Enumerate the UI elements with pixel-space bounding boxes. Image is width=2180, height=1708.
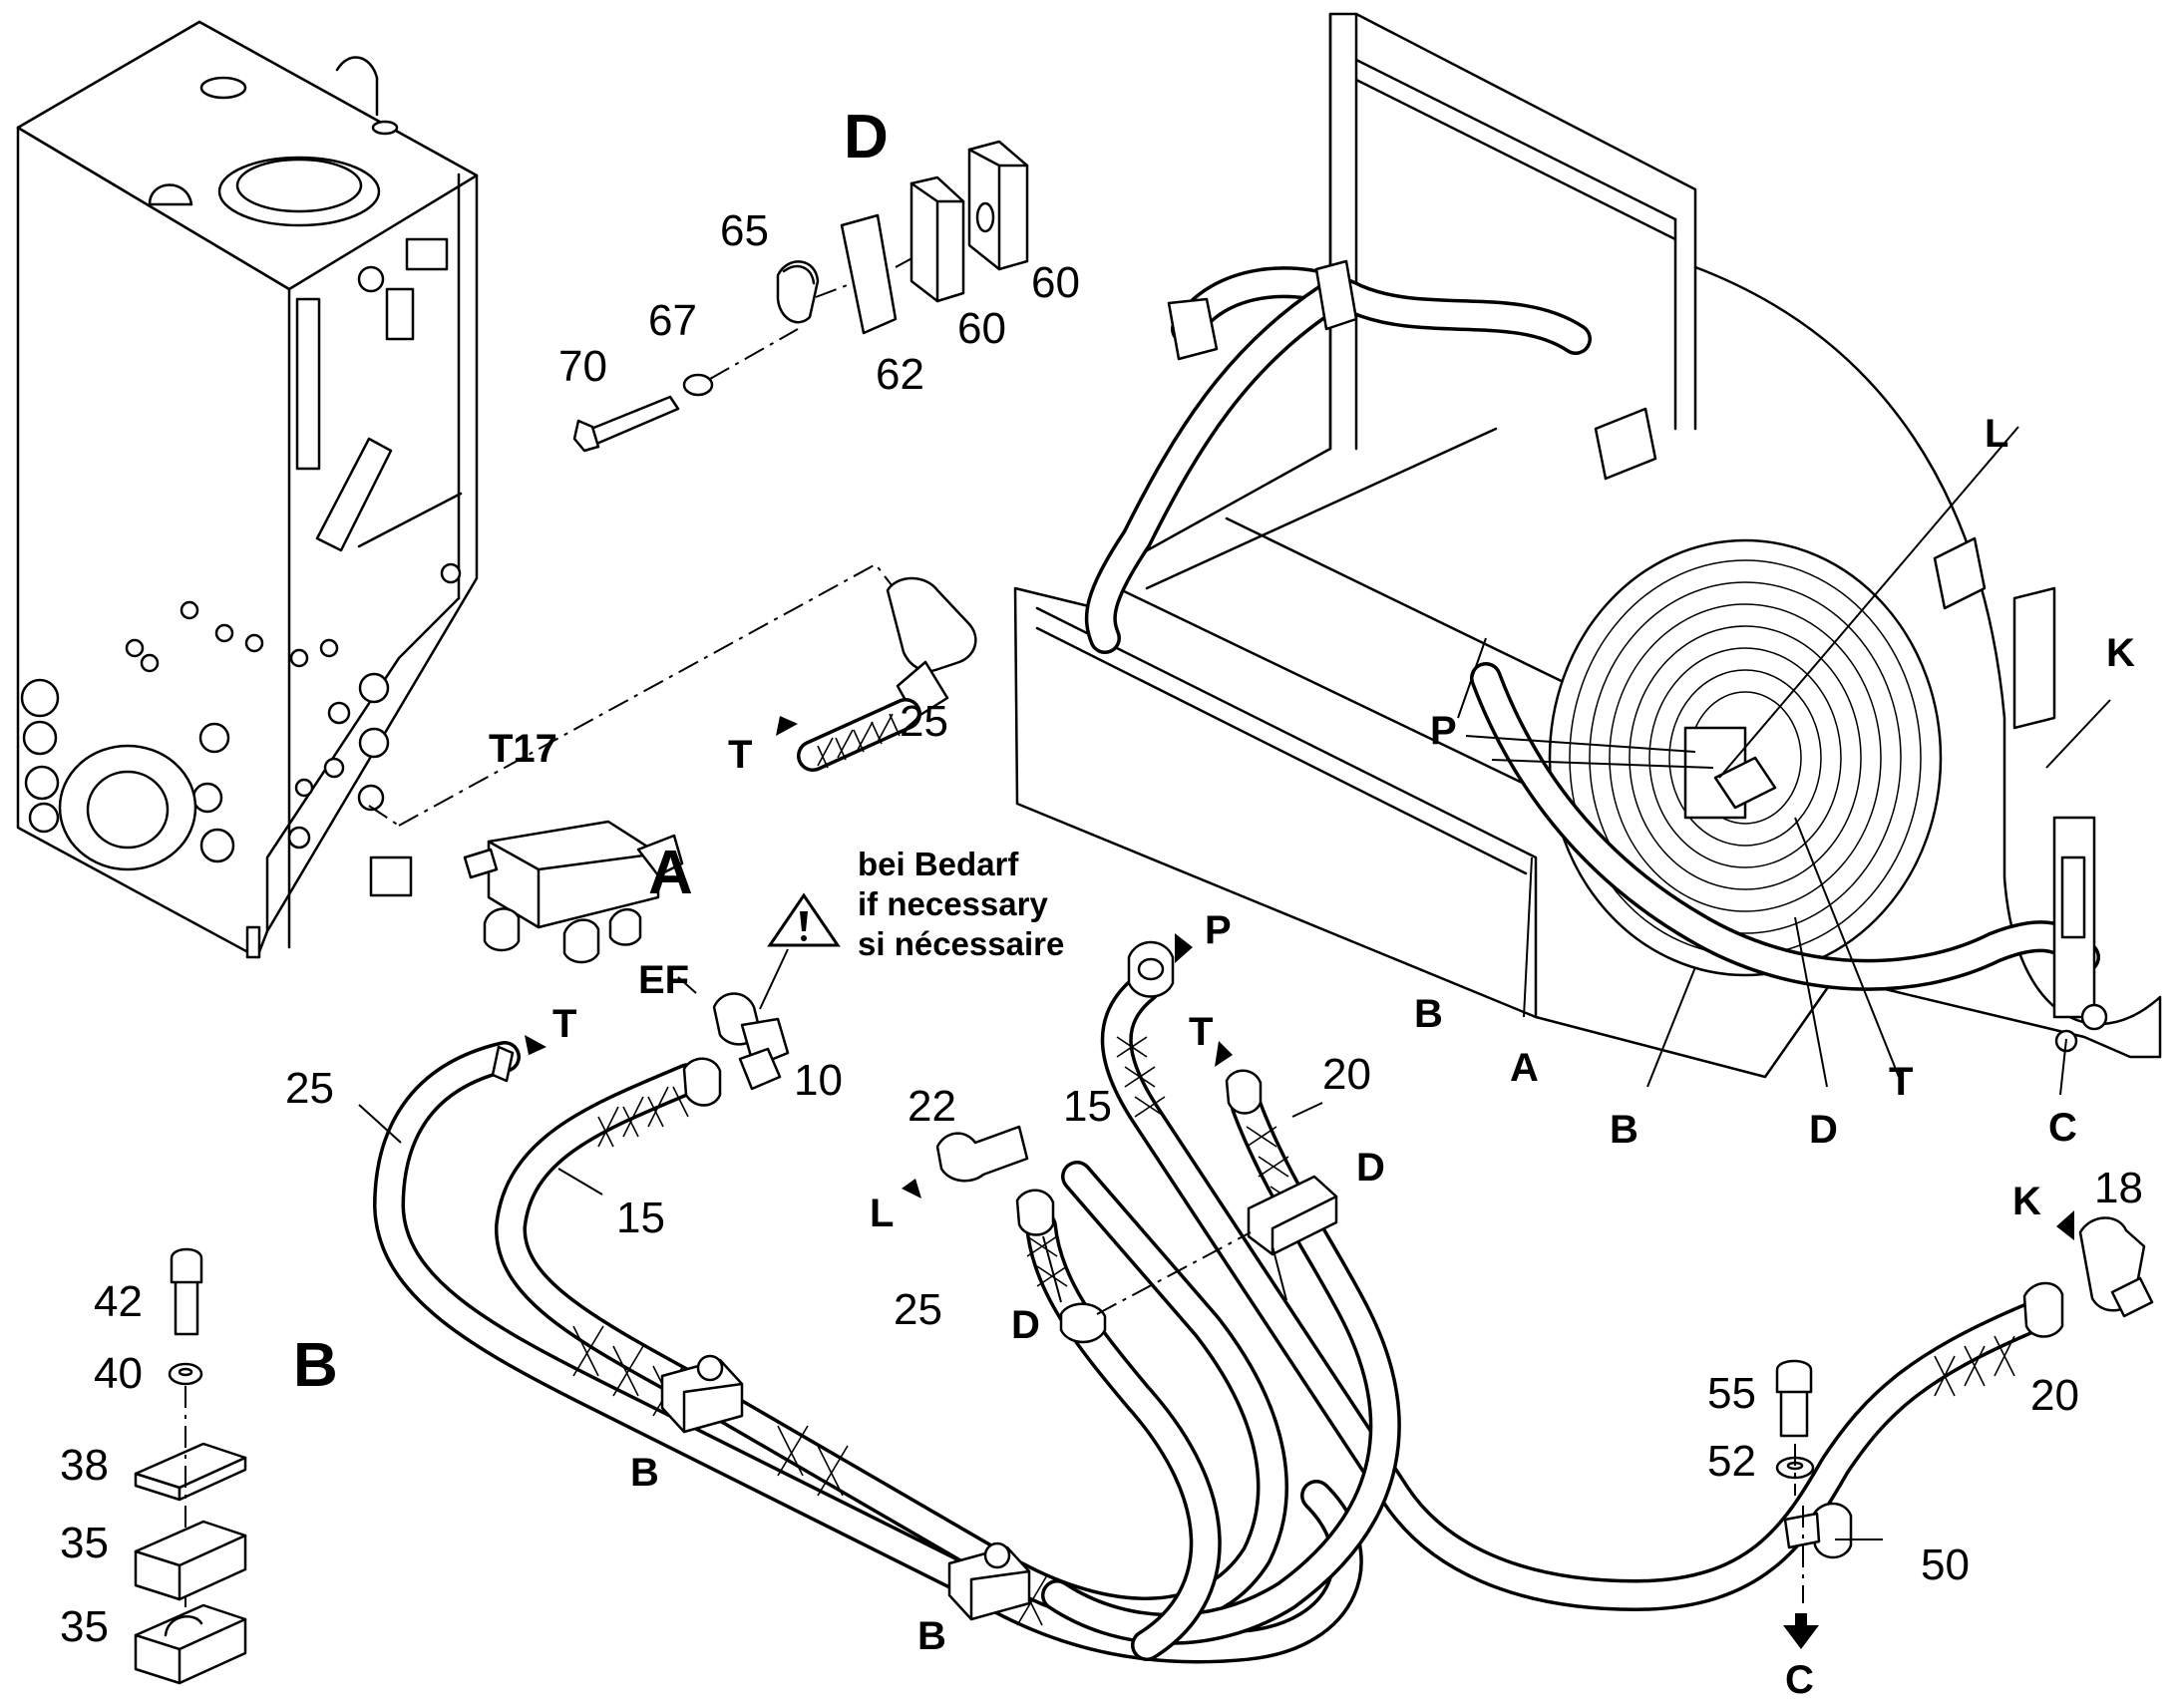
label-d-mid-1: D [1011, 1303, 1040, 1347]
machine-frame-assembly [1013, 12, 2162, 1079]
label-b-left-2: B [917, 1614, 946, 1658]
callout-65: 65 [720, 206, 769, 255]
label-t-top: T [728, 733, 752, 777]
screw-55-washer-52 [1775, 1359, 1815, 1496]
callout-15-left: 15 [616, 1194, 665, 1242]
detail-d-title: D [844, 103, 889, 171]
label-b-left-1: B [630, 1451, 659, 1495]
callout-52: 52 [1707, 1437, 1756, 1486]
fitting-10 [712, 948, 790, 1091]
arrow-l-icon [902, 1179, 921, 1198]
arrow-k-icon [2056, 1210, 2074, 1240]
callout-25-mid: 25 [894, 1285, 942, 1334]
leader-lines [358, 426, 2111, 1540]
label-p-right: P [1430, 709, 1457, 753]
arrow-t-mid-icon [1215, 1041, 1233, 1067]
callout-60-a: 60 [957, 304, 1006, 353]
valve-block-a [463, 820, 684, 964]
lower-hoses [373, 1041, 1363, 1664]
label-l-mid: L [870, 1192, 894, 1235]
arrow-c-icon [1783, 1625, 1819, 1649]
callout-67: 67 [648, 296, 697, 345]
arrow-t-left-icon [525, 1035, 546, 1057]
warning-line-1: bei Bedarf [858, 846, 1019, 882]
detail-b-clamp-exploded [134, 1247, 247, 1685]
label-t-mid: T [1189, 1010, 1213, 1054]
label-ef: EF [638, 958, 689, 1002]
center-hoses [935, 940, 2154, 1661]
detail-a-title: A [648, 839, 693, 907]
direction-arrows [525, 716, 2074, 1649]
warning-line-3: si nécessaire [858, 925, 1064, 962]
label-k-low: K [2012, 1180, 2041, 1223]
label-p-mid: P [1205, 908, 1232, 952]
callout-15-mid: 15 [1063, 1082, 1112, 1131]
callout-labels: D 65 67 70 62 60 60 T 25 T17 A EF bei Be… [60, 103, 2143, 1702]
callout-35-a: 35 [60, 1519, 109, 1567]
callout-10: 10 [794, 1056, 843, 1105]
label-b-right-2: B [1610, 1108, 1638, 1152]
detail-b-title: B [293, 1331, 338, 1400]
arrow-t-top-icon [776, 716, 798, 736]
callout-18: 18 [2094, 1164, 2143, 1212]
callout-42: 42 [94, 1277, 143, 1326]
callout-50: 50 [1921, 1540, 1970, 1589]
callout-40: 40 [94, 1349, 143, 1398]
label-k-right: K [2106, 631, 2135, 675]
label-c-bottom: C [1785, 1658, 1814, 1702]
callout-62: 62 [876, 350, 924, 399]
label-d-mid-2: D [1356, 1146, 1385, 1190]
warning-triangle-icon [767, 892, 841, 947]
callout-55: 55 [1707, 1369, 1756, 1418]
callout-60-b: 60 [1031, 258, 1080, 307]
detail-d-clamp-exploded [572, 140, 1029, 453]
callout-20-mid: 20 [1322, 1050, 1371, 1099]
label-t-left: T [552, 1002, 576, 1046]
hydraulic-tank [16, 20, 479, 959]
callout-20-right: 20 [2030, 1371, 2079, 1420]
callout-70: 70 [558, 342, 607, 391]
label-t17: T17 [489, 727, 557, 771]
arrow-p-icon [1175, 933, 1193, 963]
callout-35-b: 35 [60, 1602, 109, 1651]
callout-25-left: 25 [285, 1064, 334, 1113]
callout-25-top: 25 [900, 697, 948, 746]
warning-line-2: if necessary [858, 885, 1048, 922]
label-t-right: T [1889, 1060, 1913, 1104]
callout-38: 38 [60, 1441, 109, 1490]
callout-22: 22 [908, 1082, 956, 1131]
label-c-right: C [2048, 1106, 2077, 1150]
label-d-right: D [1809, 1108, 1838, 1152]
label-l-right: L [1985, 412, 2008, 456]
label-a-right: A [1510, 1046, 1539, 1090]
label-b-right-1: B [1414, 992, 1443, 1036]
return-hose-25-upper [368, 562, 977, 827]
